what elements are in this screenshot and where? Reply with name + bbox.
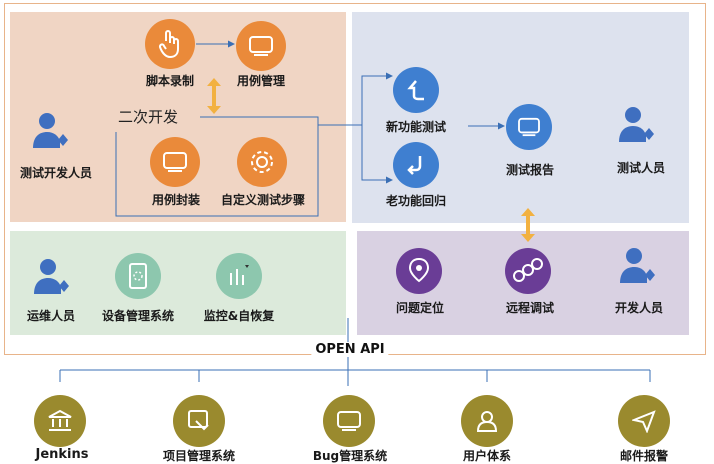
locate-node[interactable]: [396, 248, 442, 294]
device-mgmt-node[interactable]: [115, 253, 161, 299]
tester-label: 测试人员: [616, 161, 666, 175]
bug-mgmt-label: Bug管理系统: [312, 449, 388, 463]
return-icon: [407, 156, 422, 175]
case-wrap-label: 用例封装: [151, 193, 201, 207]
monitor-icon: [337, 411, 361, 431]
nodes-icon: [513, 258, 543, 282]
case-manage-node[interactable]: [236, 21, 286, 71]
user-system-label: 用户体系: [462, 449, 512, 463]
developer-person-icon: [620, 248, 655, 283]
tester-person-icon: [619, 107, 654, 142]
project-mgmt-node[interactable]: [173, 395, 225, 447]
new-feature-label: 新功能测试: [385, 120, 447, 134]
case-manage-label: 用例管理: [236, 74, 286, 88]
test-dev-person-label: 测试开发人员: [19, 166, 93, 180]
old-regress-node[interactable]: [393, 142, 439, 188]
ops-person-label: 运维人员: [26, 309, 76, 323]
developer-label: 开发人员: [614, 301, 664, 315]
script-record-node[interactable]: [145, 19, 195, 69]
ops-person-icon: [34, 259, 69, 294]
report-label: 测试报告: [505, 163, 555, 177]
project-mgmt-label: 项目管理系统: [162, 449, 236, 463]
monitor-icon: [249, 36, 273, 56]
case-wrap-node[interactable]: [150, 137, 200, 187]
bar-monitor-icon: [230, 265, 249, 285]
bug-mgmt-node[interactable]: [323, 395, 375, 447]
mail-alert-label: 邮件报警: [619, 449, 669, 463]
monitor-icon: [163, 152, 187, 172]
arrow-up-icon: [407, 80, 424, 101]
phone-icon: [129, 263, 147, 289]
custom-steps-label: 自定义测试步骤: [220, 193, 306, 207]
test-dev-person-icon: [33, 113, 68, 148]
bank-icon: [48, 409, 72, 431]
secondary-dev-label: 二次开发: [118, 108, 179, 126]
old-regress-label: 老功能回归: [385, 194, 447, 208]
script-record-label: 脚本录制: [145, 74, 195, 88]
gear-icon: [251, 151, 273, 173]
custom-steps-node[interactable]: [237, 137, 287, 187]
device-mgmt-label: 设备管理系统: [101, 309, 175, 323]
locate-label: 问题定位: [395, 301, 445, 315]
mail-alert-node[interactable]: [618, 395, 670, 447]
board-icon: [188, 410, 209, 431]
jenkins-label: Jenkins: [35, 447, 89, 462]
jenkins-node[interactable]: [34, 395, 86, 447]
monitor-recover-node[interactable]: [216, 253, 262, 299]
new-feature-node[interactable]: [393, 67, 439, 113]
touch-icon: [158, 30, 179, 59]
location-pin-icon: [408, 257, 430, 283]
monitor-icon: [518, 117, 540, 137]
user-system-node[interactable]: [461, 395, 513, 447]
send-icon: [632, 410, 656, 433]
user-icon: [476, 411, 498, 432]
monitor-recover-label: 监控&自恢复: [203, 309, 275, 323]
remote-debug-node[interactable]: [505, 248, 551, 294]
report-node[interactable]: [506, 104, 552, 150]
open-api-label: OPEN API: [311, 342, 389, 357]
remote-debug-label: 远程调试: [505, 301, 555, 315]
